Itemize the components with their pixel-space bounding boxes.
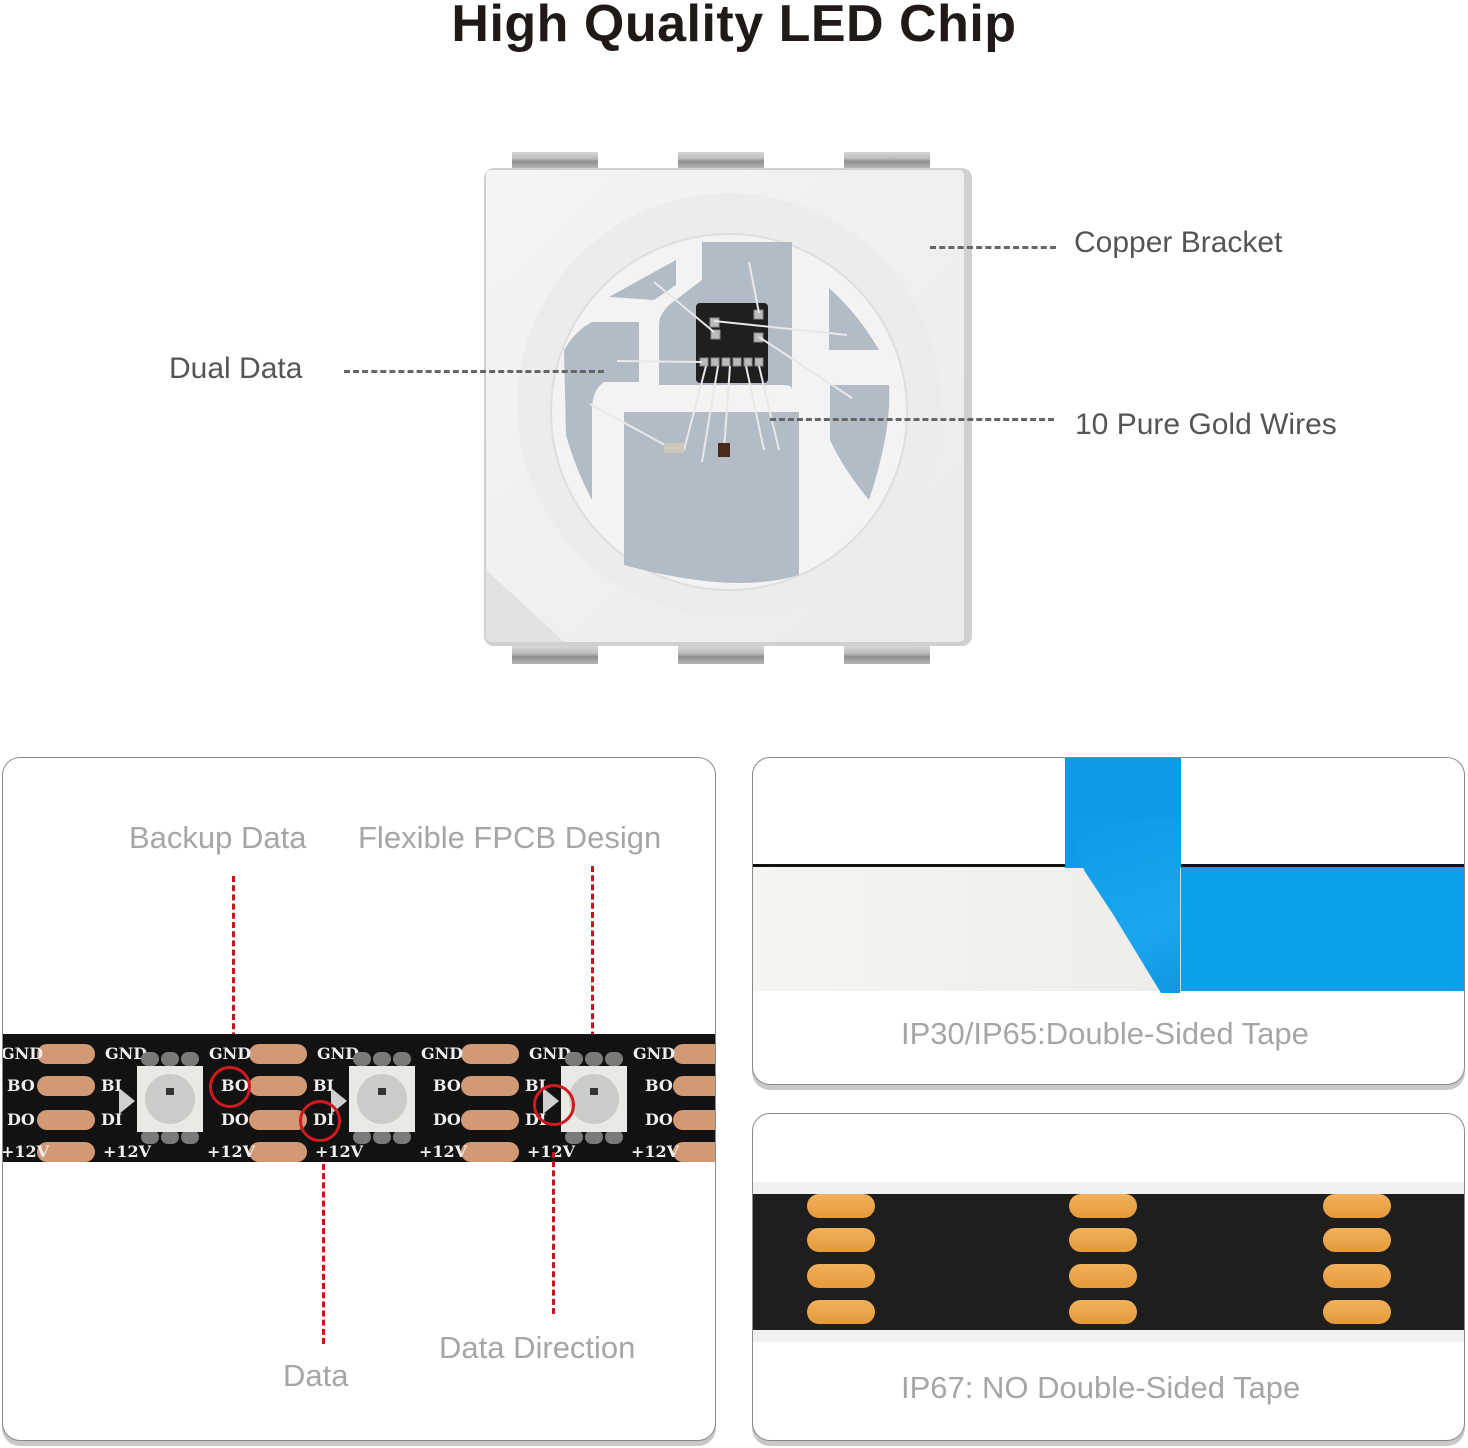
flexible-fpcb-label: Flexible FPCB Design (358, 820, 662, 855)
pad-label: DO (221, 1110, 249, 1129)
pad-label: +12V (207, 1142, 256, 1161)
gold-wires-label: 10 Pure Gold Wires (1075, 408, 1337, 441)
gold-wires-leader (770, 418, 1054, 421)
input-label: +12V (103, 1142, 152, 1161)
data-direction-pointer (552, 1152, 555, 1314)
pad-label: DO (7, 1110, 35, 1129)
dual-data-label: Dual Data (169, 352, 303, 385)
data-pointer (322, 1164, 325, 1344)
led-chip (349, 1066, 415, 1132)
data-label: Data (283, 1358, 349, 1393)
data-highlight (299, 1100, 341, 1142)
backup-data-label: Backup Data (129, 820, 307, 855)
tape-backing (1181, 867, 1464, 991)
input-label: DI (101, 1110, 123, 1129)
pad-label: DO (645, 1110, 673, 1129)
pad-label: GND (209, 1044, 252, 1063)
input-label: GND (529, 1044, 572, 1063)
pad-label: BO (433, 1076, 461, 1095)
input-label: GND (317, 1044, 360, 1063)
pad-label: GND (633, 1044, 676, 1063)
pad-label: GND (421, 1044, 464, 1063)
led-chip-illustration (484, 150, 974, 670)
input-label: BI (313, 1076, 335, 1095)
input-label: +12V (527, 1142, 576, 1161)
pad-label: +12V (631, 1142, 680, 1161)
backup-data-pointer (232, 876, 235, 1066)
dual-data-leader (344, 370, 604, 373)
data-direction-label: Data Direction (439, 1330, 636, 1365)
copper-bracket-leader (930, 246, 1056, 249)
fpcb-pointer (591, 866, 594, 1056)
pad-label: BO (7, 1076, 35, 1095)
input-label: BI (101, 1076, 123, 1095)
ip65-caption: IP30/IP65:Double-Sided Tape (901, 1016, 1309, 1051)
input-label: GND (105, 1044, 148, 1063)
data-direction-highlight (533, 1084, 575, 1126)
copper-bracket-label: Copper Bracket (1074, 226, 1283, 259)
strip-diagram-panel: Backup Data Flexible FPCB Design GND BO … (2, 757, 716, 1441)
input-label: +12V (315, 1142, 364, 1161)
led-strip: GND BO DO +12V GND BI DI +12V GND BO DO … (2, 1034, 715, 1162)
pad-label: DO (433, 1110, 461, 1129)
ip65-tape-panel: IP30/IP65:Double-Sided Tape (752, 757, 1465, 1085)
page-title: High Quality LED Chip (451, 0, 1017, 53)
pad-label: BO (645, 1076, 673, 1095)
silicone-edge-bottom (753, 1330, 1464, 1342)
silicone-edge-top (753, 1182, 1464, 1194)
ip67-panel: IP67: NO Double-Sided Tape (752, 1113, 1465, 1441)
led-chip-icon (484, 152, 972, 664)
pad-label: +12V (419, 1142, 468, 1161)
ip67-caption: IP67: NO Double-Sided Tape (901, 1370, 1301, 1405)
backup-data-highlight (209, 1066, 251, 1108)
pad-label: GND (2, 1044, 44, 1063)
pad-label: +12V (2, 1142, 50, 1161)
led-chip (137, 1066, 203, 1132)
